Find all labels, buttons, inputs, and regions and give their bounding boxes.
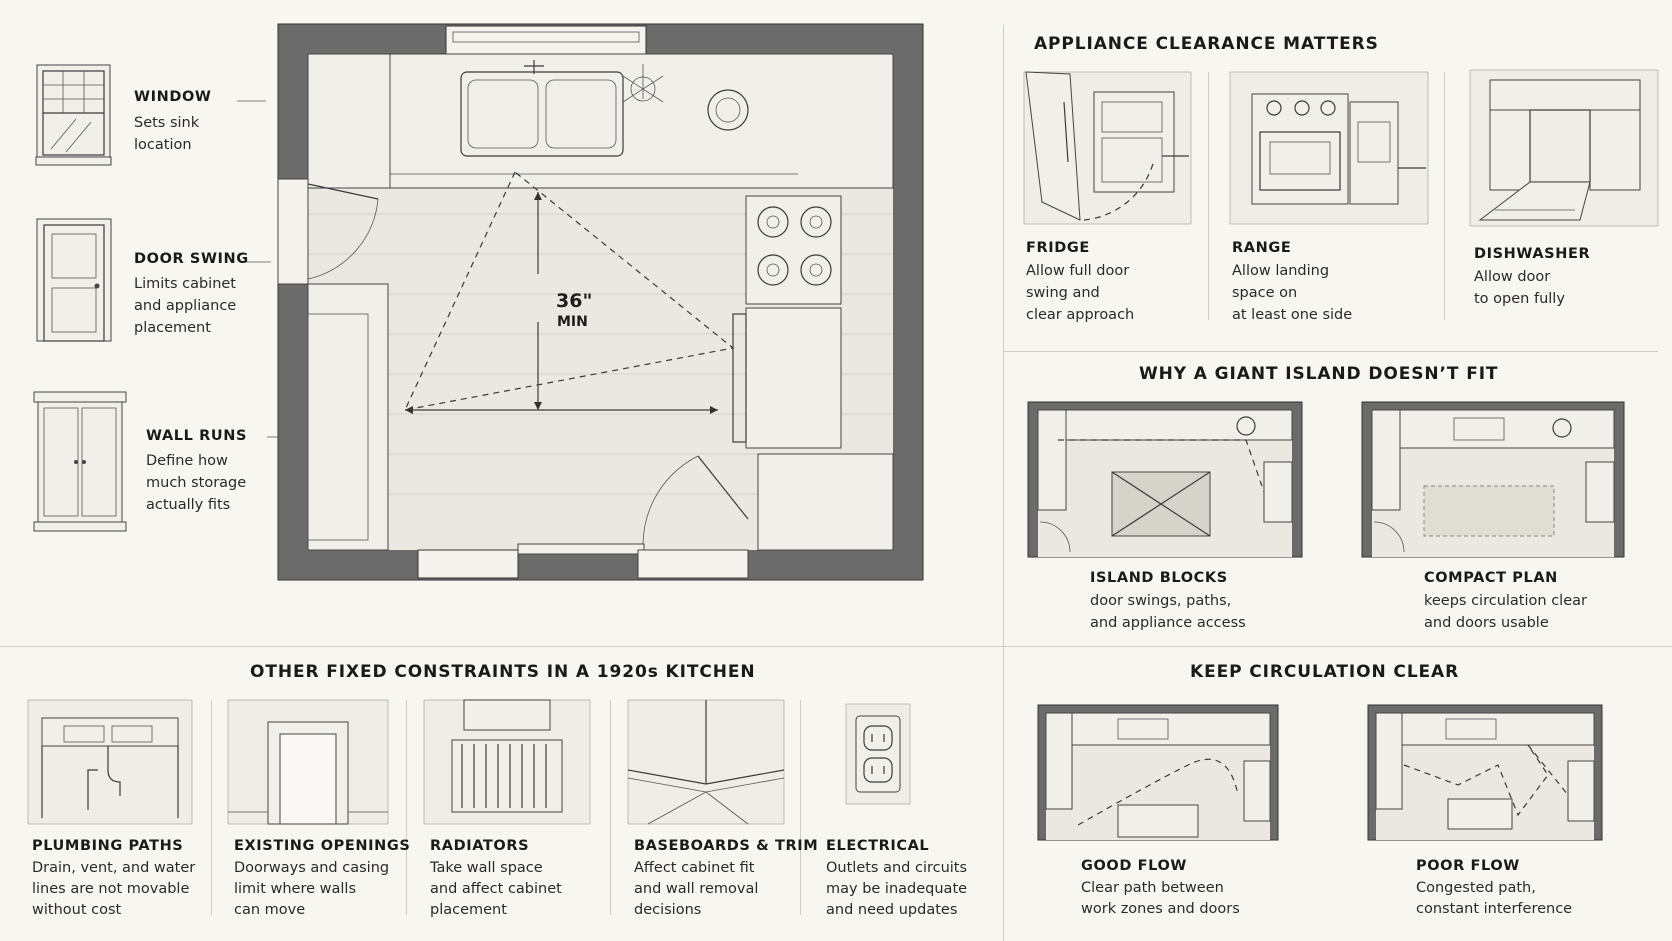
electrical-title: ELECTRICAL — [826, 838, 930, 854]
constraint-sep-2 — [406, 700, 407, 915]
double-sink — [460, 71, 624, 157]
radiators-title: RADIATORS — [430, 838, 530, 854]
appliance-sep-2 — [1444, 72, 1445, 320]
window-text: Sets sink location — [134, 115, 200, 153]
openings-title: EXISTING OPENINGS — [234, 838, 411, 854]
right-bottom-divider — [1003, 646, 1672, 647]
compact-plan-text: keeps circulation clear and doors usable — [1424, 593, 1587, 631]
baseboards-text: Affect cabinet fit and wall removal deci… — [634, 860, 759, 918]
left-counter — [307, 283, 389, 551]
window-leader-line — [237, 100, 266, 102]
cabinet-icon — [33, 391, 127, 532]
good-flow-title: GOOD FLOW — [1081, 858, 1187, 874]
dishwasher-sketch — [1469, 69, 1659, 227]
appliance-section-title: APPLIANCE CLEARANCE MATTERS — [1034, 34, 1379, 54]
constraint-sep-3 — [610, 700, 611, 915]
openings-text: Doorways and casing limit where walls ca… — [234, 860, 390, 918]
top-left-cabinet — [307, 53, 391, 189]
constraint-sep-4 — [800, 700, 801, 915]
refrigerator — [745, 307, 842, 449]
constraints-section-title: OTHER FIXED CONSTRAINTS IN A 1920s KITCH… — [250, 662, 756, 682]
plumbing-title: PLUMBING PATHS — [32, 838, 184, 854]
compact-plan — [1361, 401, 1625, 558]
dimension-unit: MIN — [557, 314, 588, 330]
range-sketch — [1229, 71, 1429, 225]
dimension-value: 36" — [556, 290, 593, 312]
island-blocks-plan — [1027, 401, 1303, 558]
fridge-text: Allow full door swing and clear approach — [1026, 263, 1135, 323]
kitchen-floor-plan — [277, 23, 924, 581]
left-bottom-divider — [0, 646, 1003, 647]
plumbing-sketch — [27, 699, 193, 825]
vertical-divider — [1003, 25, 1004, 941]
radiators-text: Take wall space and affect cabinet place… — [430, 860, 562, 918]
door-icon — [36, 218, 112, 342]
wall-runs-title: WALL RUNS — [146, 428, 248, 444]
top-counter — [307, 53, 894, 189]
outlet-sketch — [845, 703, 911, 805]
poor-flow-plan — [1367, 704, 1603, 841]
baseboard-sketch — [627, 699, 785, 825]
plant-icon — [622, 64, 664, 103]
door-leader-line — [247, 261, 271, 263]
work-triangle — [403, 171, 735, 411]
dishwasher-text: Allow door to open fully — [1474, 269, 1565, 307]
dishwasher-title: DISHWASHER — [1474, 246, 1591, 262]
appliance-sep-1 — [1208, 72, 1209, 320]
constraint-sep-1 — [211, 700, 212, 915]
door-swing-title: DOOR SWING — [134, 251, 249, 267]
right-mid-divider — [1003, 351, 1658, 352]
poor-flow-text: Congested path, constant interference — [1416, 880, 1573, 917]
door-swing-text: Limits cabinet and appliance placement — [134, 276, 237, 336]
island-blocks-title: ISLAND BLOCKS — [1090, 570, 1228, 586]
top-window — [445, 25, 647, 55]
fridge-sketch — [1023, 71, 1192, 225]
circulation-section-title: KEEP CIRCULATION CLEAR — [1190, 662, 1460, 682]
good-flow-text: Clear path between work zones and doors — [1081, 880, 1240, 917]
baseboards-title: BASEBOARDS & TRIM — [634, 838, 819, 854]
island-blocks-text: door swings, paths, and appliance access — [1090, 593, 1246, 631]
wall-runs-text: Define how much storage actually fits — [146, 453, 247, 513]
range-text: Allow landing space on at least one side — [1232, 263, 1353, 323]
opening-sketch — [227, 699, 389, 825]
compact-plan-title: COMPACT PLAN — [1424, 570, 1558, 586]
window-icon — [35, 64, 112, 166]
window-title: WINDOW — [134, 89, 212, 105]
plumbing-text: Drain, vent, and water lines are not mov… — [32, 860, 196, 918]
range-title: RANGE — [1232, 240, 1292, 256]
fridge-title: FRIDGE — [1026, 240, 1090, 256]
good-flow-plan — [1037, 704, 1279, 841]
electrical-text: Outlets and circuits may be inadequate a… — [826, 860, 968, 918]
poor-flow-title: POOR FLOW — [1416, 858, 1520, 874]
island-section-title: WHY A GIANT ISLAND DOESN’T FIT — [1139, 364, 1499, 384]
radiator-sketch — [423, 699, 591, 825]
range — [745, 195, 842, 305]
